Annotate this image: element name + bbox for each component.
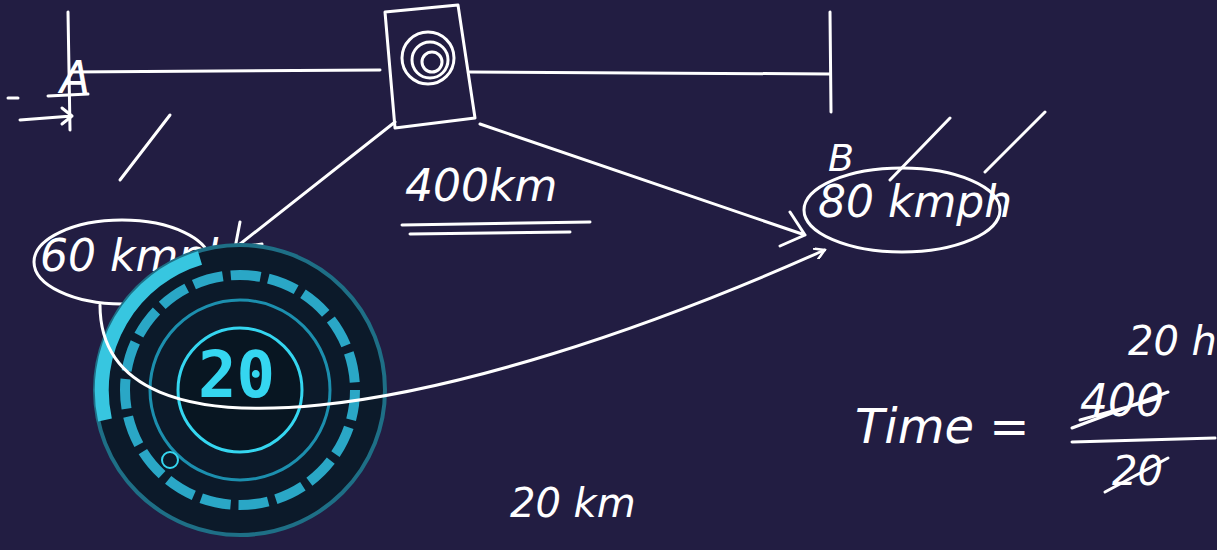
gauge-ring <box>125 275 355 505</box>
denominator: 20 <box>1112 448 1163 494</box>
device-ring <box>422 52 442 72</box>
fraction-bar <box>1072 438 1215 442</box>
pointer-arrow <box>235 122 395 248</box>
underline <box>402 222 590 234</box>
node-text: 20 <box>198 338 275 412</box>
speed-node: B80 kmph <box>800 130 1005 260</box>
end-tick <box>830 12 831 112</box>
node-text: 80 kmph <box>818 176 1012 227</box>
gauge-dot <box>162 452 178 468</box>
curved-arrow <box>100 250 825 408</box>
device-box <box>385 5 475 128</box>
result-note: 20 h <box>1128 318 1217 364</box>
gauge-arc <box>102 258 200 420</box>
speedometer: 20 <box>90 240 390 540</box>
direction-arrow <box>20 108 72 124</box>
gauge-face <box>95 245 385 535</box>
gauge-center <box>178 328 302 452</box>
stray-dash <box>8 97 18 100</box>
node-text: A <box>60 52 90 103</box>
node-text: B <box>828 136 854 180</box>
device-ring <box>412 42 448 78</box>
edge-label: 20 km <box>510 480 636 526</box>
gauge-ring <box>150 300 330 480</box>
distance-label: 400km <box>405 160 557 211</box>
formula-text: Time = <box>855 398 1029 454</box>
numerator: 400 <box>1080 375 1164 426</box>
sketch-stroke <box>890 112 1045 180</box>
device-ring <box>402 32 454 84</box>
sketch-stroke <box>120 115 170 180</box>
